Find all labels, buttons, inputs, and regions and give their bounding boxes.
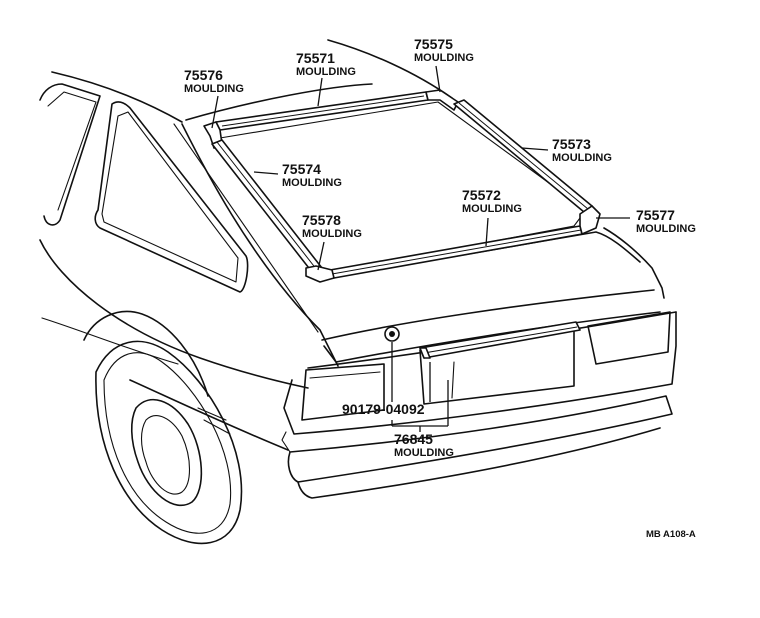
car-body: [39, 39, 677, 545]
part-desc: MOULDING: [462, 203, 522, 215]
part-number: 75572: [462, 187, 501, 203]
part-number: 75573: [552, 136, 591, 152]
part-number: 75571: [296, 50, 335, 66]
callout-75578: 75578 MOULDING: [302, 212, 362, 240]
part-desc: MOULDING: [296, 66, 356, 78]
callout-75573: 75573 MOULDING: [552, 136, 612, 164]
rear-glass: [219, 101, 587, 273]
moulding-75578: [305, 265, 335, 283]
moulding-75574: [211, 139, 323, 273]
part-desc: MOULDING: [414, 52, 474, 64]
moulding-75575: [425, 89, 459, 111]
callout-75571: 75571 MOULDING: [296, 50, 356, 78]
callout-75574: 75574 MOULDING: [282, 161, 342, 189]
callout-76845: 76845 MOULDING: [394, 431, 454, 459]
nut-icon: [384, 326, 400, 342]
part-number: 76845: [394, 431, 433, 447]
part-desc: MOULDING: [302, 228, 362, 240]
part-number: 75577: [636, 207, 675, 223]
part-number: 75576: [184, 67, 223, 83]
moulding-75571: [215, 91, 429, 131]
part-desc: MOULDING: [552, 152, 612, 164]
moulding-76845: [419, 321, 581, 359]
moulding-75577: [579, 205, 601, 235]
part-desc: MOULDING: [184, 83, 244, 95]
callout-75576: 75576 MOULDING: [184, 67, 244, 95]
callout-75577: 75577 MOULDING: [636, 207, 696, 235]
moulding-75572: [329, 225, 583, 279]
figure-code: MB A108-A: [646, 529, 696, 540]
callout-75575: 75575 MOULDING: [414, 36, 474, 64]
part-desc: MOULDING: [282, 177, 342, 189]
callout-75572: 75572 MOULDING: [462, 187, 522, 215]
leader-lines: [211, 65, 630, 432]
part-desc: MOULDING: [636, 223, 696, 235]
part-number: 75575: [414, 36, 453, 52]
part-desc: MOULDING: [394, 447, 454, 459]
callout-90179-04092: 90179-04092: [342, 401, 425, 417]
part-number: 75574: [282, 161, 321, 177]
part-number: 75578: [302, 212, 341, 228]
part-number: 90179-04092: [342, 401, 425, 417]
